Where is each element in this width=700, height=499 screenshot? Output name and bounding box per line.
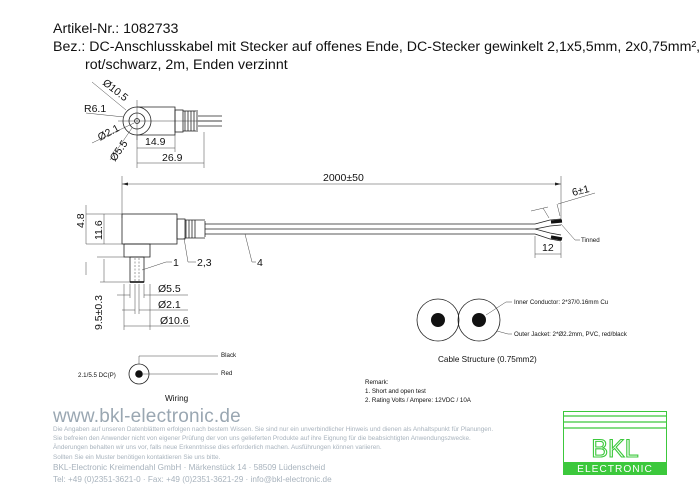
callout-4: 4 [257,257,263,269]
strain-relief-base [174,109,184,133]
wire-red-label: Red [221,370,233,377]
wire-top-lower [534,224,562,230]
dim-split: 12 [542,242,554,254]
wiring-plug-label: 2.1/5.5 DC(P) [78,372,116,379]
conductor-right-jacket [457,298,501,342]
dim-height-body: 11.6 [93,220,105,240]
dim-outer-dia: Ø10.5 [100,77,130,104]
ext-strip-left [542,207,550,219]
description-line-2: rot/schwarz, 2m, Enden verzinnt [85,57,288,73]
label-outer-jacket: Outer Jacket: 2*Ø2.2mm, PVC, red/black [514,331,628,338]
wiring-diagram: 2.1/5.5 DC(P) Black Red Wiring [78,352,237,403]
dim-line-strip-b [557,192,596,205]
callout-1: 1 [173,257,179,269]
remark-item-2: 2. Rating Volts / Ampere: 12VDC / 10A [365,397,472,404]
top-view: Ø10.5 R6.1 Ø2.1 Ø5.5 14.9 26.9 [84,77,222,168]
wiring-plug-pin [135,370,143,378]
dim-cable-length: 2000±50 [323,172,364,184]
dim-plug-length: 9.5±0.3 [93,295,105,330]
tinned-end-bottom [550,235,563,241]
remark-block: Remark: 1. Short and open test 2. Rating… [365,379,472,404]
leader-callout-23 [183,237,196,263]
bkl-logo: BKL ELECTRONIC [563,411,667,475]
leader-inner-conductor [485,301,512,316]
tinned-end-top [550,219,563,224]
leader-outer-jacket [496,330,512,335]
conductor-right-core [472,313,486,327]
logo-subtitle: ELECTRONIC [577,464,653,475]
arrow-left [122,182,128,186]
label-inner-conductor: Inner Conductor: 2*37/0.16mm Cu [514,299,609,306]
leader-callout-1 [141,261,172,271]
leader-callout-4 [244,233,256,263]
dim-height-small: 4.8 [75,213,87,228]
side-view: 2000±50 6±1 Tinned [75,172,600,330]
strain-relief-ribs-side [185,219,206,239]
cable-structure: Inner Conductor: 2*37/0.16mm Cu Outer Ja… [416,298,628,364]
wiring-caption: Wiring [165,394,189,403]
cable-structure-caption: Cable Structure (0.75mm2) [438,355,537,364]
dim-sleeve-dia: Ø5.5 [108,138,131,164]
company-address-block: BKL-Electronic Kreimendahl GmbH · Märken… [53,462,332,485]
logo-brand: BKL [591,435,638,463]
leader-sleeve-dia [109,127,133,161]
plug-pin-circle [134,118,140,124]
dim-line-strip-a [530,206,549,212]
dim-body-dia: Ø10.6 [160,315,189,327]
remark-item-1: 1. Short and open test [365,388,426,395]
wire-black-label: Black [221,352,237,359]
dim-strip: 6±1 [571,183,591,199]
dim-len-short: 14.9 [145,136,166,148]
wire-bottom-lower [534,233,562,242]
plug-neck [123,243,151,258]
plug-body-side [121,213,178,245]
leader-pin-dia [91,122,135,144]
disclaimer-line: Die Angaben auf unseren Datenblättern er… [53,426,494,433]
dim-len-long: 26.9 [162,152,183,164]
plug-sleeve-circle [128,112,146,130]
label-tinned: Tinned [581,237,600,244]
remark-title: Remark: [365,379,389,386]
leader-radius [85,112,125,118]
strain-relief-side [176,218,186,240]
company-contact: Tel: +49 (0)2351-3621-0 · Fax: +49 (0)23… [53,474,332,484]
disclaimer: Die Angaben auf unseren Datenblättern er… [53,425,493,462]
description-line-1: Bez.: DC-Anschlusskabel mit Stecker auf … [53,39,700,55]
conductor-left-jacket [416,298,460,342]
dim-pin-dia-side: Ø2.1 [158,299,181,311]
disclaimer-line: Sie befreien den Anwender nicht von eige… [53,435,471,443]
strain-relief-ribs [183,110,198,132]
wire-bottom-upper [534,228,562,236]
callout-2-3: 2,3 [197,257,212,269]
website-link[interactable]: www.bkl-electronic.de [53,406,241,427]
ext-strip-right [556,203,561,217]
wire-top-upper [534,218,562,225]
plug-sleeve [129,256,145,283]
conductor-left-core [431,313,445,327]
wire-black-line [138,355,218,364]
disclaimer-line: Änderungen behalten wir uns vor, falls n… [53,444,382,452]
article-number: Artikel-Nr.: 1082733 [53,21,179,37]
disclaimer-line: Sollten Sie ein Muster benötigen kontakt… [53,453,221,461]
company-address: BKL-Electronic Kreimendahl GmbH · Märken… [53,463,326,472]
leader-outer-dia [91,81,127,111]
dim-radius: R6.1 [84,103,106,115]
logo-band [563,462,667,475]
dim-sleeve-dia-side: Ø5.5 [158,283,181,295]
leader-tinned [560,223,580,241]
dim-pin-dia: Ø2.1 [96,122,122,143]
arrow-right [555,182,561,186]
